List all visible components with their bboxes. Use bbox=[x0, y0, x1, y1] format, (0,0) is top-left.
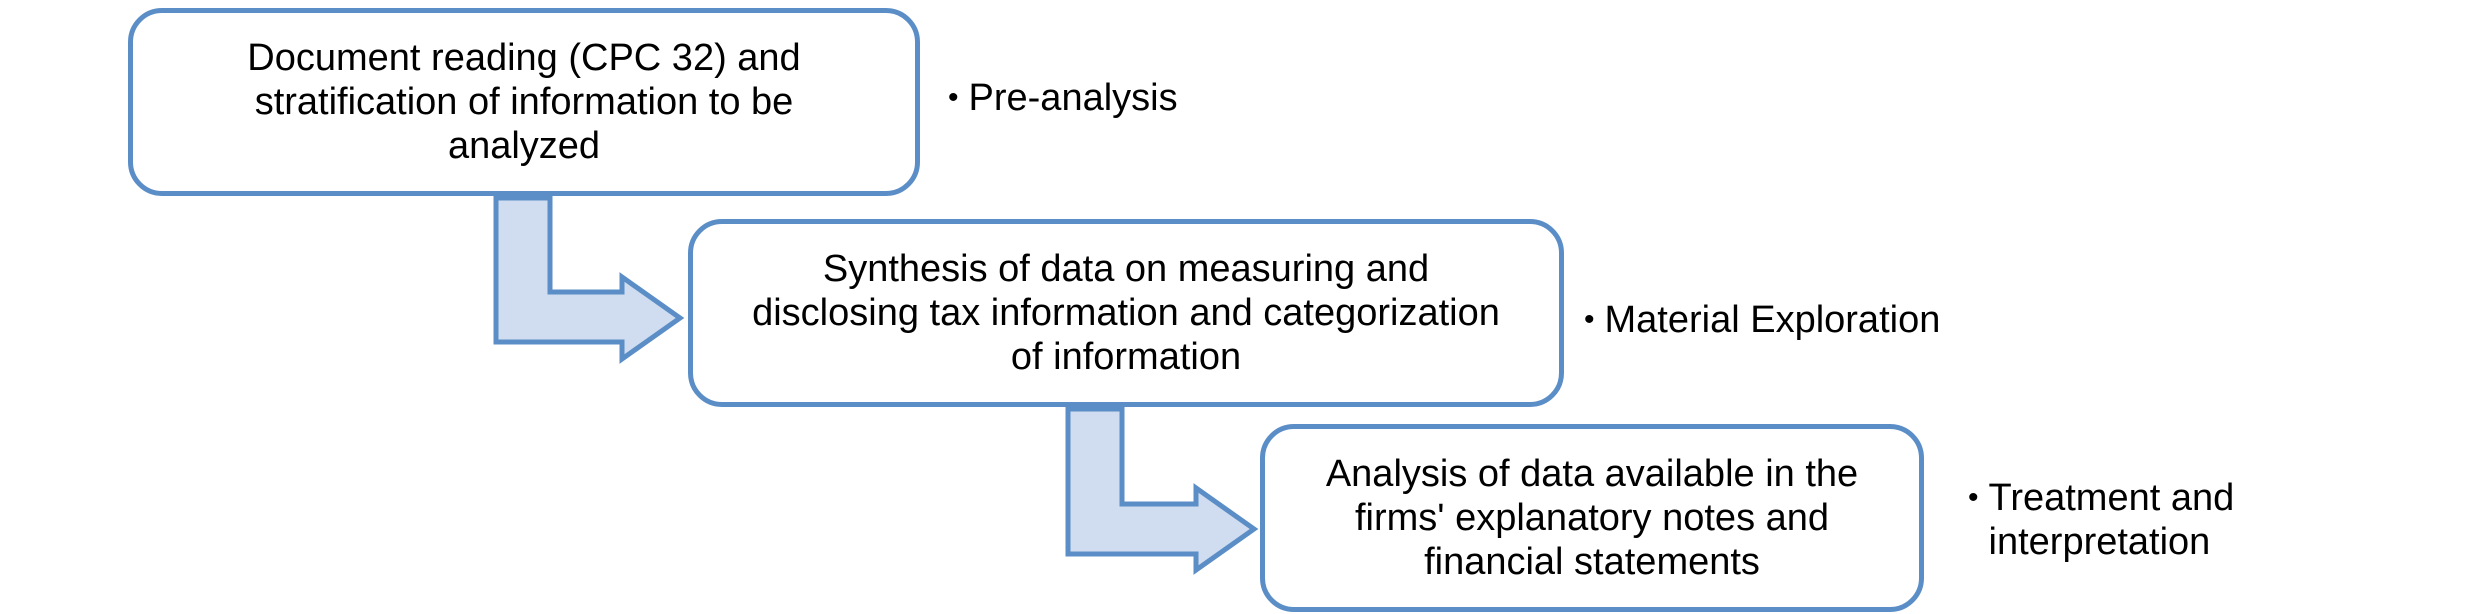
bullet-icon: • bbox=[1584, 303, 1595, 336]
step-text: Synthesis of data on measuring and discl… bbox=[752, 248, 1500, 378]
phase-text: Pre-analysis bbox=[968, 77, 1178, 119]
phase-label-material-exploration: • Material Exploration bbox=[1584, 298, 1940, 342]
phase-text: Material Exploration bbox=[1604, 299, 1941, 341]
bullet-icon: • bbox=[948, 81, 959, 114]
step-box-data-analysis: Analysis of data available in the firms'… bbox=[1260, 424, 1924, 612]
phase-text: Treatment and interpretation bbox=[1988, 477, 2235, 563]
step-text: Document reading (CPC 32) and stratifica… bbox=[247, 37, 801, 167]
arrow-step-2-to-3 bbox=[1065, 406, 1259, 575]
phase-label-treatment-interpretation: • Treatment and interpretation bbox=[1968, 476, 2234, 564]
arrow-step-1-to-2 bbox=[493, 195, 685, 364]
bullet-icon: • bbox=[1968, 481, 1979, 514]
step-box-data-synthesis: Synthesis of data on measuring and discl… bbox=[688, 219, 1564, 407]
step-box-document-reading: Document reading (CPC 32) and stratifica… bbox=[128, 8, 920, 196]
phase-label-pre-analysis: • Pre-analysis bbox=[948, 76, 1178, 120]
step-text: Analysis of data available in the firms'… bbox=[1325, 453, 1859, 583]
